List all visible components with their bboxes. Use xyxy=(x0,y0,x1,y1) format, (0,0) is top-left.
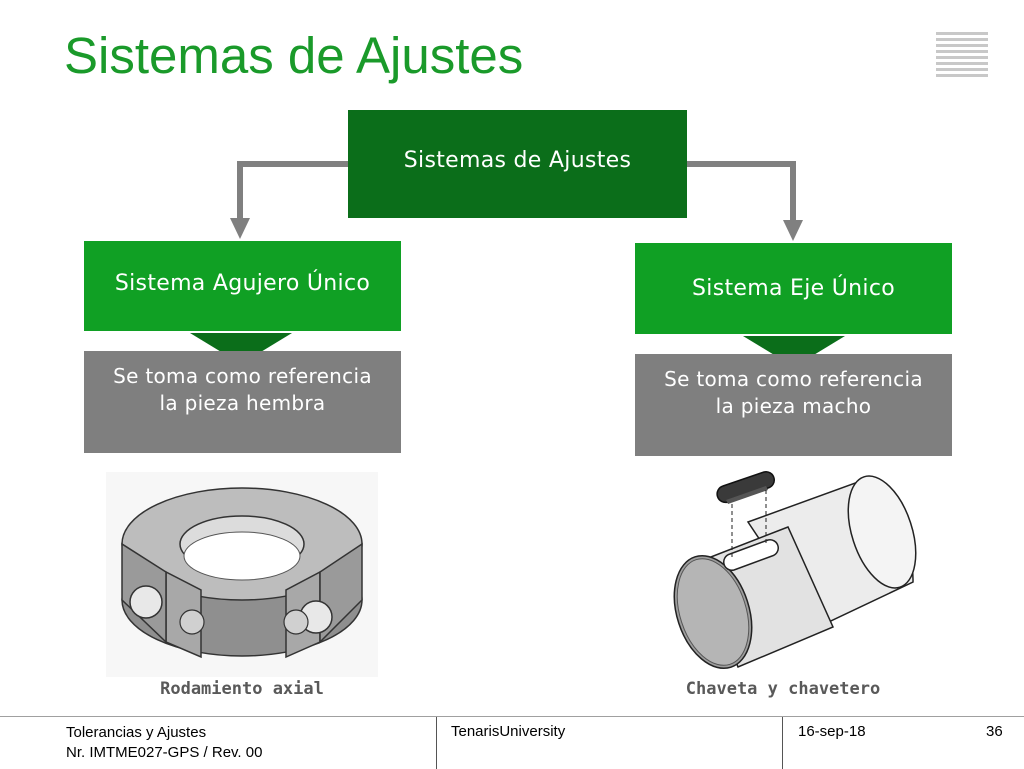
footer-org: TenarisUniversity xyxy=(436,717,782,769)
thrust-bearing-image xyxy=(106,472,378,677)
shaft-basis-desc-line1: Se toma como referencia xyxy=(664,367,923,391)
footer-course: Tolerancias y Ajustes xyxy=(66,724,207,741)
corner-logo xyxy=(936,32,988,80)
root-node: Sistemas de Ajustes xyxy=(348,110,687,218)
hole-basis-node: Sistema Agujero Único xyxy=(84,241,401,331)
shaft-basis-label: Sistema Eje Único xyxy=(692,276,895,301)
slide-footer: Tolerancias y Ajustes Nr. IMTME027-GPS /… xyxy=(0,716,1024,769)
hole-basis-label: Sistema Agujero Único xyxy=(114,270,371,296)
left-arrowhead xyxy=(230,218,250,239)
footer-date: 16-sep-18 xyxy=(782,717,972,769)
left-connector-arrow xyxy=(237,161,348,222)
right-arrowhead xyxy=(783,220,803,241)
hole-basis-description: Se toma como referencia la pieza hembra xyxy=(84,351,401,453)
footer-course-block: Tolerancias y Ajustes Nr. IMTME027-GPS /… xyxy=(66,717,262,769)
hole-basis-desc-line2: la pieza hembra xyxy=(159,391,326,415)
footer-page-number: 36 xyxy=(986,723,1003,740)
shaft-key-caption: Chaveta y chavetero xyxy=(685,679,881,699)
shaft-basis-description: Se toma como referencia la pieza macho xyxy=(635,354,952,456)
hole-basis-desc-line1: Se toma como referencia xyxy=(113,364,372,388)
shaft-key-image xyxy=(673,471,917,670)
shaft-basis-node: Sistema Eje Único xyxy=(635,243,952,334)
right-connector-arrow xyxy=(687,161,796,224)
root-node-label: Sistemas de Ajustes xyxy=(403,147,632,173)
footer-doc-ref: Nr. IMTME027-GPS / Rev. 00 xyxy=(66,744,263,761)
bearing-caption: Rodamiento axial xyxy=(160,679,324,699)
shaft-basis-desc-line2: la pieza macho xyxy=(715,394,872,418)
slide-title: Sistemas de Ajustes xyxy=(64,27,524,84)
